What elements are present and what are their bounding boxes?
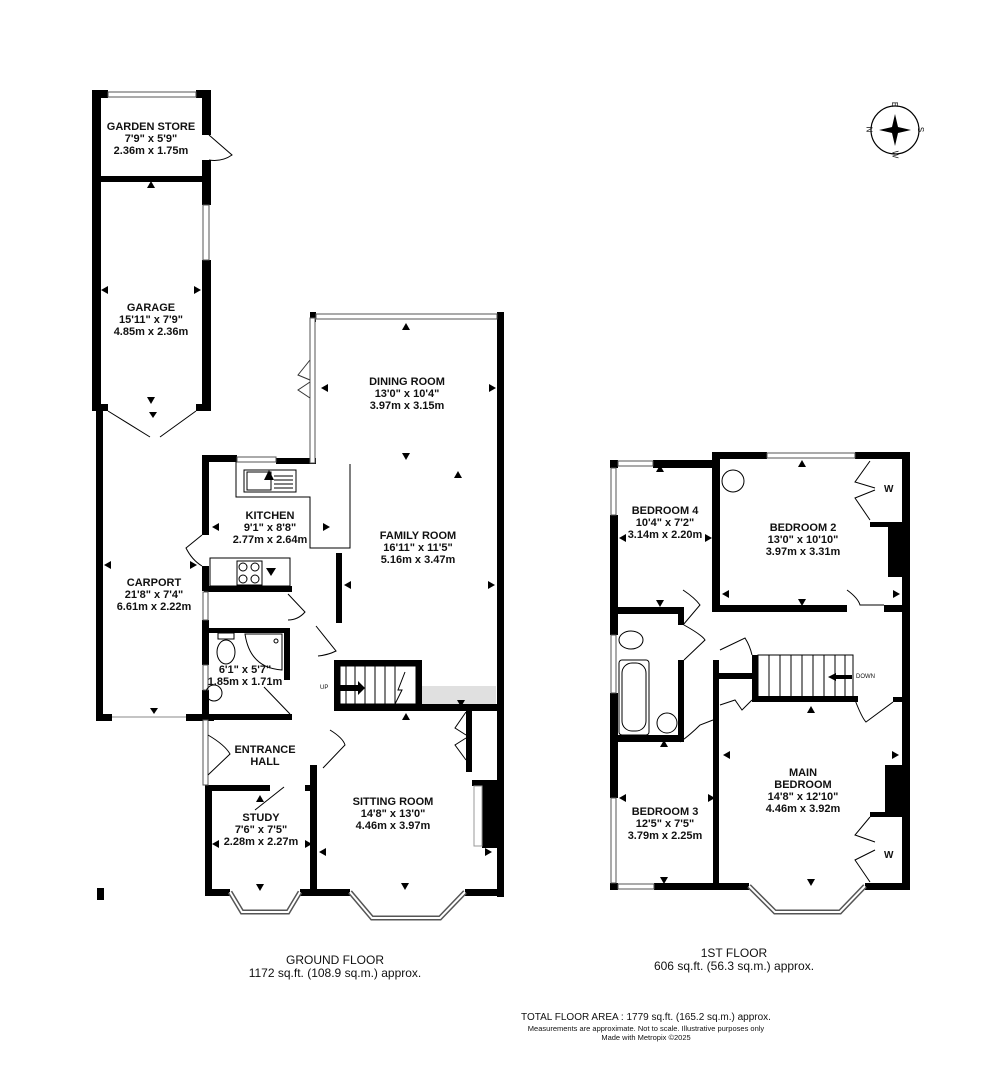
marker-square	[97, 888, 104, 900]
room-name: BEDROOM 3	[631, 806, 699, 818]
first-floor-thin-lines	[610, 452, 894, 915]
room-name: MAIN	[788, 767, 818, 779]
room-name-line2: HALL	[250, 756, 280, 768]
credit: Made with Metropix ©2025	[601, 1033, 691, 1042]
room-dimensions-imperial: 13'0" x 10'4"	[374, 388, 440, 400]
wardrobe-label-main-bedroom: W	[884, 850, 894, 861]
room-dimensions-imperial: 21'8" x 7'4"	[124, 589, 184, 601]
room-label-kitchen: KITCHEN 9'1" x 8'8" 2.77m x 2.64m	[233, 510, 308, 546]
room-dimensions-imperial: 9'1" x 8'8"	[243, 522, 297, 534]
room-label-dining-room: DINING ROOM 13'0" x 10'4" 3.97m x 3.15m	[369, 376, 445, 412]
room-label-carport: CARPORT 21'8" x 7'4" 6.61m x 2.22m	[117, 577, 192, 613]
room-name: DINING ROOM	[369, 376, 445, 388]
room-label-sitting-room: SITTING ROOM 14'8" x 13'0" 4.46m x 3.97m	[353, 796, 434, 832]
room-dimensions-imperial: 13'0" x 10'10"	[767, 534, 839, 546]
shaded-area	[422, 686, 496, 704]
room-dimensions-metric: 1.85m x 1.71m	[207, 676, 283, 688]
room-label-garden-store: GARDEN STORE 7'9" x 5'9" 2.36m x 1.75m	[107, 121, 195, 157]
room-name: KITCHEN	[245, 510, 295, 522]
room-label-bedroom-4: BEDROOM 4 10'4" x 7'2" 3.14m x 2.20m	[628, 505, 703, 541]
ground-floor-area: 1172 sq.ft. (108.9 sq.m.) approx.	[248, 966, 422, 980]
room-name-line2: BEDROOM	[774, 779, 832, 791]
room-name: GARDEN STORE	[106, 121, 196, 133]
room-dimensions-imperial: 12'5" x 7'5"	[635, 818, 695, 830]
room-dimensions-metric: 2.36m x 1.75m	[113, 145, 189, 157]
room-label-bedroom-3: BEDROOM 3 12'5" x 7'5" 3.79m x 2.25m	[628, 806, 703, 842]
room-dimensions-metric: 5.16m x 3.47m	[380, 554, 456, 566]
first-floor-walls	[610, 452, 910, 890]
room-dimensions-metric: 3.97m x 3.31m	[765, 546, 841, 558]
room-name: CARPORT	[126, 577, 182, 589]
compass-letter-w: W	[890, 150, 900, 159]
room-dimensions-imperial: 14'8" x 13'0"	[360, 808, 426, 820]
room-name: FAMILY ROOM	[379, 530, 457, 542]
ground-floor-caption: GROUND FLOOR 1172 sq.ft. (108.9 sq.m.) a…	[249, 954, 422, 980]
room-name: BEDROOM 4	[631, 505, 699, 517]
room-dimensions-imperial: 7'9" x 5'9"	[124, 133, 178, 145]
room-label-bedroom-2: BEDROOM 2 13'0" x 10'10" 3.97m x 3.31m	[766, 522, 841, 558]
room-dimensions-metric: 4.46m x 3.97m	[355, 820, 431, 832]
room-dimensions-imperial: 15'11" x 7'9"	[119, 314, 183, 326]
ground-floor-thin-lines	[107, 91, 498, 921]
compass-letter-s: S	[916, 126, 926, 133]
first-floor-caption: 1ST FLOOR 606 sq.ft. (56.3 sq.m.) approx…	[654, 947, 814, 973]
room-dimensions-metric: 6.61m x 2.22m	[116, 601, 192, 613]
total-floor-area: TOTAL FLOOR AREA : 1779 sq.ft. (165.2 sq…	[521, 1012, 771, 1023]
room-dimensions-imperial: 6'1" x 5'7"	[218, 664, 272, 676]
room-label-shower-room: 6'1" x 5'7" 1.85m x 1.71m	[208, 664, 283, 688]
room-dimensions-imperial: 7'6" x 7'5"	[234, 824, 288, 836]
first-floor-area: 606 sq.ft. (56.3 sq.m.) approx.	[653, 959, 815, 973]
room-dimensions-metric: 3.79m x 2.25m	[627, 830, 703, 842]
stairs-down-label: DOWN	[856, 674, 875, 680]
room-dimensions-metric: 2.77m x 2.64m	[232, 534, 308, 546]
wardrobe-label-bedroom-2: W	[884, 484, 894, 495]
room-dimensions-metric: 4.85m x 2.36m	[113, 326, 189, 338]
footer: TOTAL FLOOR AREA : 1779 sq.ft. (165.2 sq…	[521, 1012, 771, 1042]
ground-floor-walls	[92, 90, 504, 897]
first-floor-title: 1ST FLOOR	[700, 946, 768, 960]
disclaimer: Measurements are approximate. Not to sca…	[527, 1024, 765, 1033]
room-dimensions-imperial: 16'11" x 11'5"	[383, 542, 453, 554]
room-name: SITTING ROOM	[352, 796, 434, 808]
room-dimensions-metric: 4.46m x 3.92m	[765, 803, 841, 815]
room-name: ENTRANCE	[234, 744, 296, 756]
room-label-study: STUDY 7'6" x 7'5" 2.28m x 2.27m	[224, 812, 299, 848]
room-label-entrance-hall: ENTRANCE HALL	[234, 744, 295, 768]
room-dimensions-metric: 3.14m x 2.20m	[627, 529, 703, 541]
room-dimensions-imperial: 10'4" x 7'2"	[635, 517, 695, 529]
room-label-main-bedroom: MAIN BEDROOM 14'8" x 12'10" 4.46m x 3.92…	[766, 767, 841, 815]
compass-letter-e: E	[890, 101, 900, 108]
compass-letter-n: N	[864, 126, 874, 133]
dimension-arrows	[101, 181, 496, 891]
room-dimensions-imperial: 14'8" x 12'10"	[767, 791, 839, 803]
room-dimensions-metric: 2.28m x 2.27m	[223, 836, 299, 848]
room-name: BEDROOM 2	[769, 522, 837, 534]
room-name: GARAGE	[126, 302, 176, 314]
room-name: STUDY	[242, 812, 280, 824]
ground-floor-title: GROUND FLOOR	[285, 953, 385, 967]
compass-icon	[870, 105, 920, 155]
room-dimensions-metric: 3.97m x 3.15m	[369, 400, 445, 412]
room-label-family-room: FAMILY ROOM 16'11" x 11'5" 5.16m x 3.47m	[380, 530, 456, 566]
stairs-up-label: UP	[320, 685, 329, 691]
room-label-garage: GARAGE 15'11" x 7'9" 4.85m x 2.36m	[114, 302, 189, 338]
first-floor-arrows	[619, 460, 900, 886]
